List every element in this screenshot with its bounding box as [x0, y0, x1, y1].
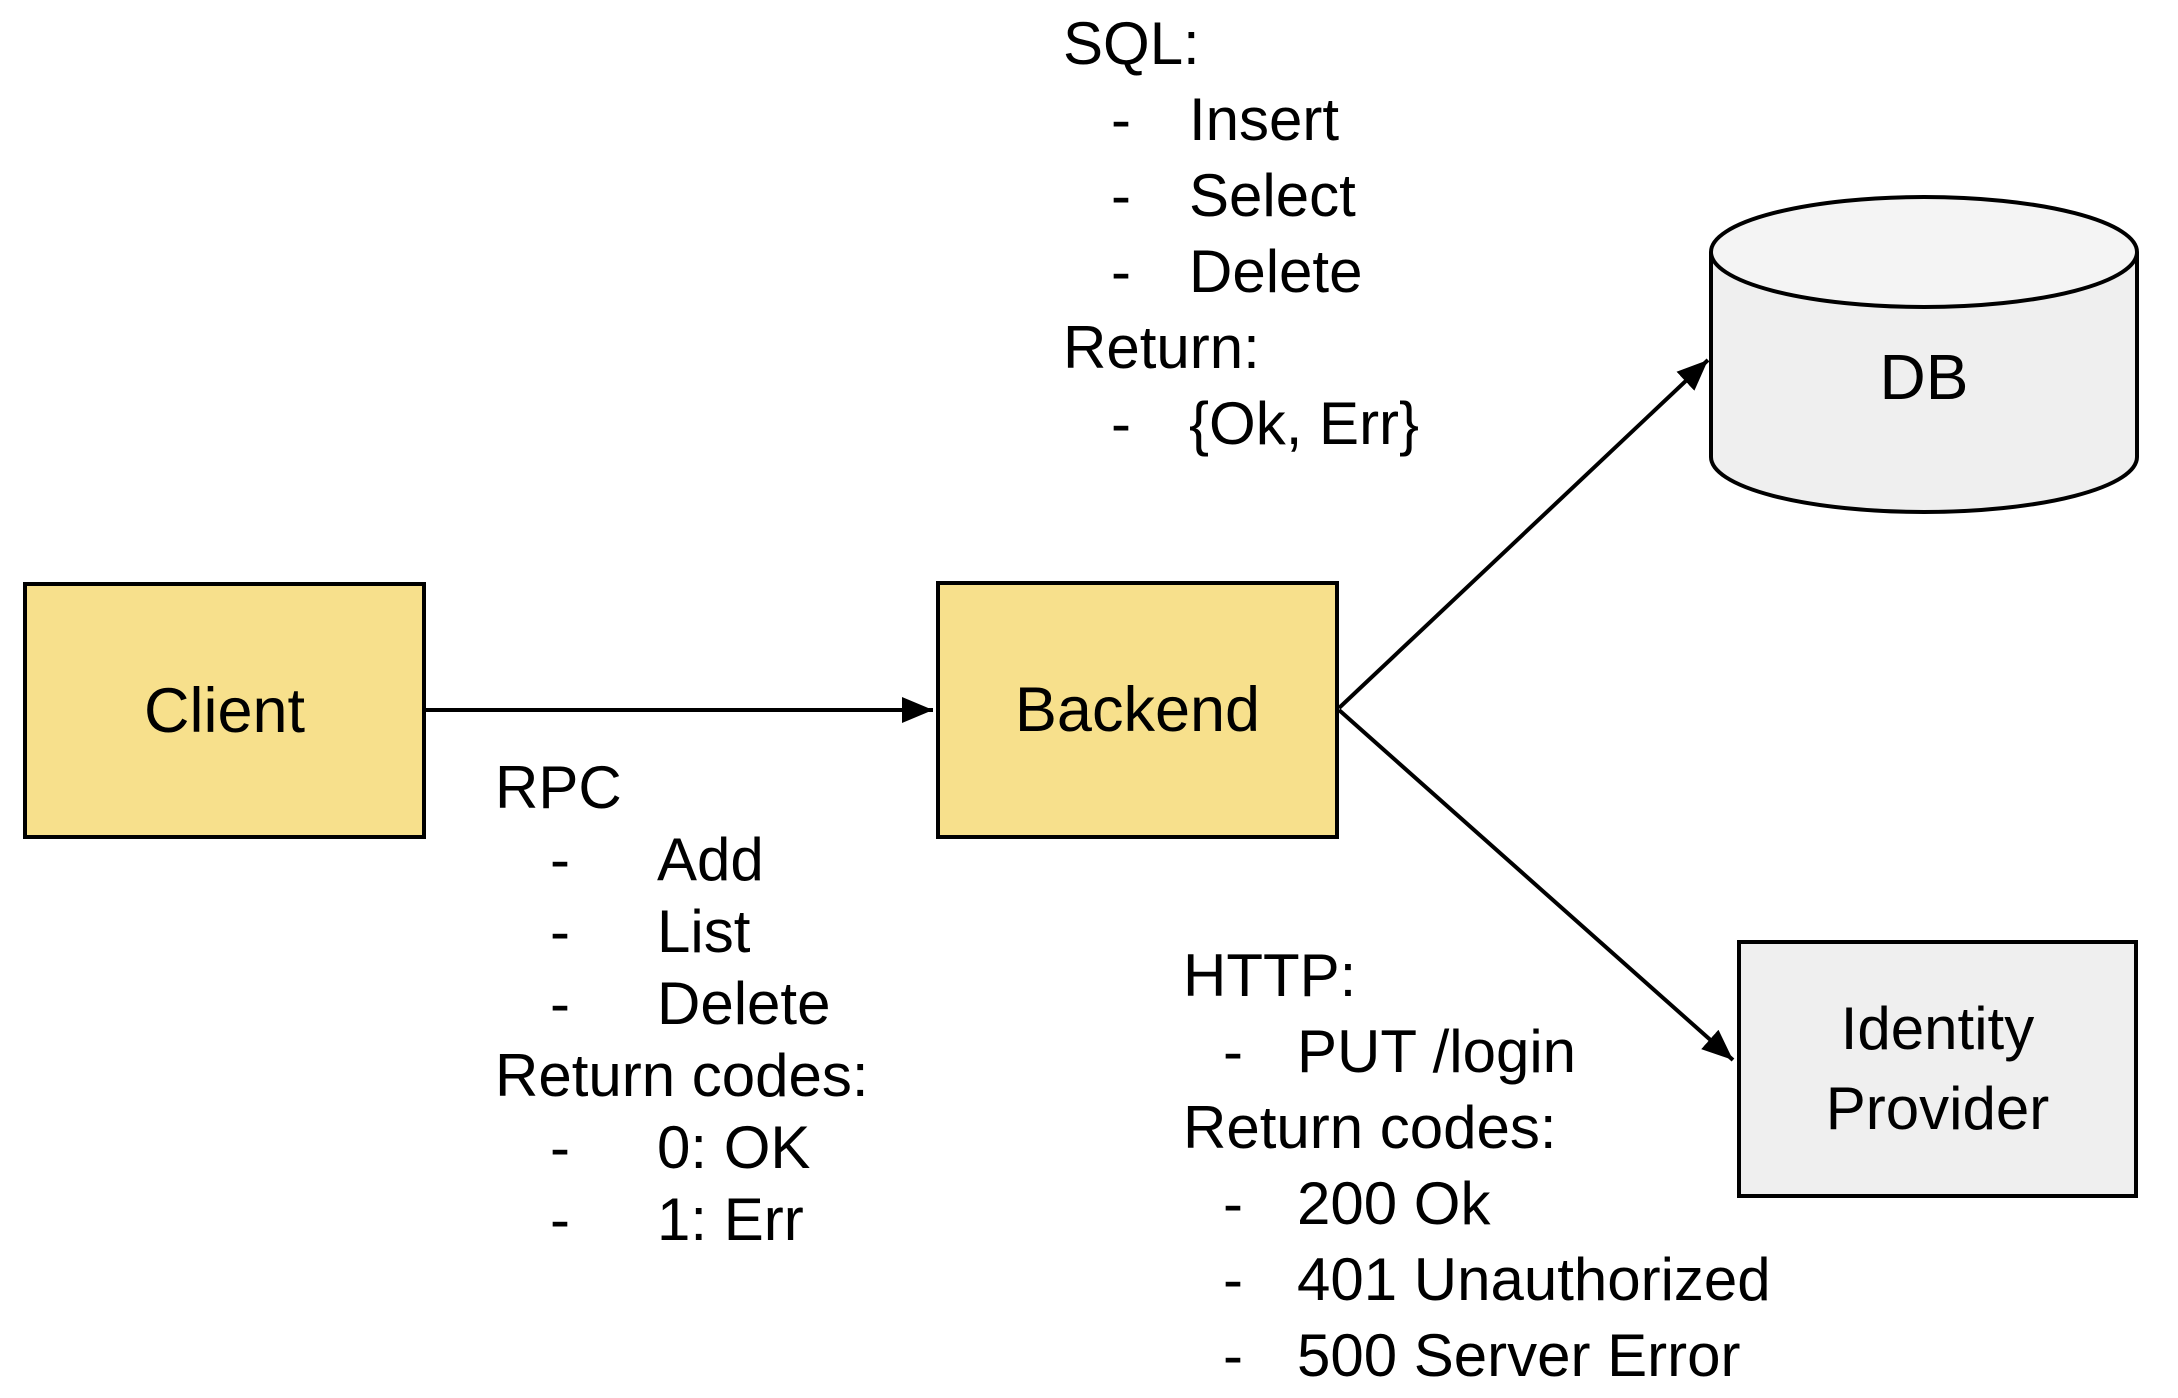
sql-item-text: Delete [1189, 238, 1363, 305]
http-item: - PUT /login [1183, 1014, 1771, 1090]
rpc-heading-text: RPC [495, 754, 622, 821]
bullet-dash: - [550, 970, 570, 1037]
rpc-subheading-text: Return codes: [495, 1042, 869, 1109]
http-return-item: - 500 Server Error [1183, 1318, 1771, 1394]
rpc-return-item: - 1: Err [495, 1184, 869, 1256]
node-db-label: DB [1879, 341, 1969, 413]
bullet-dash: - [1111, 86, 1131, 153]
bullet-dash: - [1223, 1322, 1243, 1389]
db-cylinder-body [1709, 252, 2139, 514]
rpc-subheading: Return codes: [495, 1040, 869, 1112]
http-heading-text: HTTP: [1183, 942, 1357, 1009]
sql-subheading-text: Return: [1063, 314, 1260, 381]
node-backend: Backend [936, 581, 1339, 839]
rpc-item: - List [495, 896, 869, 968]
node-client: Client [23, 582, 426, 839]
node-identity-provider-label-line2: Provider [1825, 1075, 2050, 1142]
bullet-dash: - [550, 898, 570, 965]
sql-item: - Select [1063, 158, 1419, 234]
bullet-dash: - [1111, 162, 1131, 229]
bullet-dash: - [1111, 238, 1131, 305]
sql-item: - Delete [1063, 234, 1419, 310]
rpc-return-item-text: 0: OK [657, 1114, 811, 1181]
edge-backend-db-arrow [1337, 358, 1710, 710]
bullet-dash: - [550, 1186, 570, 1253]
http-return-item: - 401 Unauthorized [1183, 1242, 1771, 1318]
http-subheading: Return codes: [1183, 1090, 1771, 1166]
http-return-item: - 200 Ok [1183, 1166, 1771, 1242]
http-item-text: PUT /login [1297, 1018, 1577, 1085]
annotation-http: HTTP: - PUT /login Return codes: - 200 O… [1183, 938, 1771, 1394]
sql-item-text: Select [1189, 162, 1356, 229]
rpc-item-text: Add [657, 826, 764, 893]
rpc-return-item-text: 1: Err [657, 1186, 804, 1253]
http-return-item-text: 401 Unauthorized [1297, 1246, 1771, 1313]
node-identity-provider: Identity Provider [1737, 940, 2138, 1198]
db-cylinder-top [1709, 195, 2139, 309]
rpc-item-text: Delete [657, 970, 831, 1037]
http-return-item-text: 500 Server Error [1297, 1322, 1741, 1389]
bullet-dash: - [550, 1114, 570, 1181]
annotation-sql: SQL: - Insert - Select - Delete Return: … [1063, 6, 1419, 462]
sql-item: - Insert [1063, 82, 1419, 158]
http-subheading-text: Return codes: [1183, 1094, 1557, 1161]
sql-return-item: - {Ok, Err} [1063, 386, 1419, 462]
bullet-dash: - [550, 826, 570, 893]
rpc-item: - Delete [495, 968, 869, 1040]
bullet-dash: - [1223, 1246, 1243, 1313]
db-cylinder-shape [1709, 195, 2139, 514]
node-backend-label: Backend [1014, 675, 1261, 745]
edge-backend-identity-provider-arrow [1337, 708, 1735, 1062]
sql-item-text: Insert [1189, 86, 1340, 153]
node-identity-provider-label-line1: Identity [1840, 995, 2035, 1062]
bullet-dash: - [1111, 390, 1131, 457]
rpc-return-item: - 0: OK [495, 1112, 869, 1184]
http-heading: HTTP: [1183, 938, 1771, 1014]
annotation-rpc: RPC - Add - List - Delete Return codes: … [495, 752, 869, 1256]
bullet-dash: - [1223, 1018, 1243, 1085]
sql-return-item-text: {Ok, Err} [1189, 390, 1420, 457]
sql-heading-text: SQL: [1063, 10, 1200, 77]
rpc-heading: RPC [495, 752, 869, 824]
sql-heading: SQL: [1063, 6, 1419, 82]
rpc-item-text: List [657, 898, 751, 965]
http-return-item-text: 200 Ok [1297, 1170, 1491, 1237]
node-client-label: Client [143, 675, 306, 746]
bullet-dash: - [1223, 1170, 1243, 1237]
sql-subheading: Return: [1063, 310, 1419, 386]
rpc-item: - Add [495, 824, 869, 896]
